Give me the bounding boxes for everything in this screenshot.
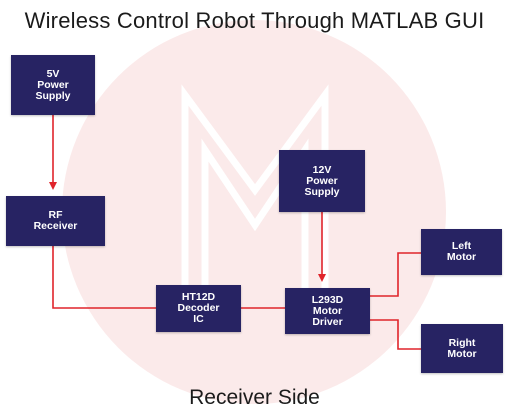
left-motor-label: Left Motor xyxy=(446,240,477,263)
right-motor-label: Right Motor xyxy=(447,336,477,360)
decoder-ic-block: HT12D Decoder IC xyxy=(156,285,241,332)
left-motor-block: Left Motor xyxy=(421,229,502,275)
right-motor-block: Right Motor xyxy=(421,324,503,373)
diagram-caption: Receiver Side xyxy=(189,386,320,409)
wire-rf-to-decoder xyxy=(52,246,156,309)
power-supply-12v-block: 12V Power Supply xyxy=(279,150,365,212)
power-supply-12v-label: 12V Power Supply xyxy=(304,163,340,198)
motor-driver-block: L293D Motor Driver xyxy=(285,288,370,334)
wire-driver-to-right-motor xyxy=(370,319,421,350)
power-supply-5v-block: 5V Power Supply xyxy=(11,55,95,115)
rf-receiver-label: RF Receiver xyxy=(33,209,78,232)
motor-driver-label: L293D Motor Driver xyxy=(311,293,344,328)
diagram-title: Wireless Control Robot Through MATLAB GU… xyxy=(24,8,485,33)
decoder-ic-label: HT12D Decoder IC xyxy=(177,291,220,325)
power-supply-5v-label: 5V Power Supply xyxy=(35,67,71,102)
rf-receiver-block: RF Receiver xyxy=(6,196,105,246)
wire-driver-to-left-motor xyxy=(370,252,421,297)
